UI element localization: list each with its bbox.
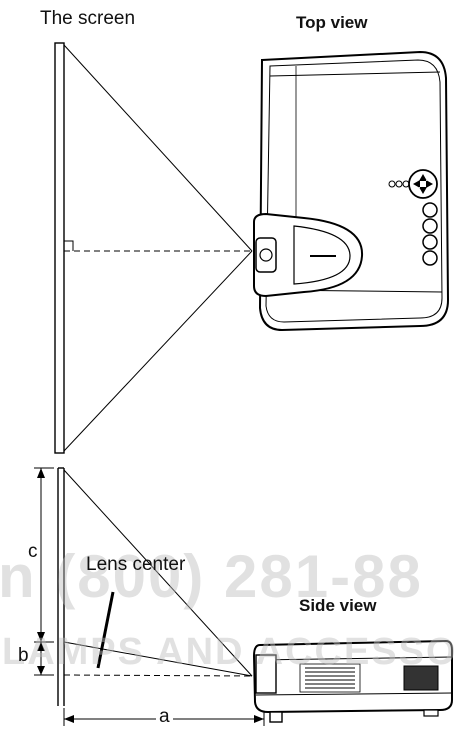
projection-ray-lower [63, 250, 253, 452]
dimension-a-label: a [156, 706, 173, 728]
screen-label: The screen [40, 8, 136, 29]
right-angle-marker [64, 240, 74, 251]
lens-center-pointer [96, 591, 115, 669]
top-view-label: Top view [296, 13, 368, 32]
dimension-b-label: b [18, 645, 29, 666]
projection-ray-upper [63, 44, 253, 252]
projector-side-view-drawing [252, 639, 453, 723]
screen-edge-top-view [54, 42, 65, 454]
watermark-phone: n (800) 281-88 [0, 543, 423, 610]
lens-center-label: Lens center [86, 554, 186, 575]
watermark-lamps: LAMPS AND ACCESSORIES [2, 631, 459, 673]
projector-top-view-drawing [253, 50, 450, 332]
side-view-label: Side view [299, 596, 377, 615]
dimension-c-label: c [28, 541, 38, 562]
side-projection-ray [63, 469, 253, 677]
